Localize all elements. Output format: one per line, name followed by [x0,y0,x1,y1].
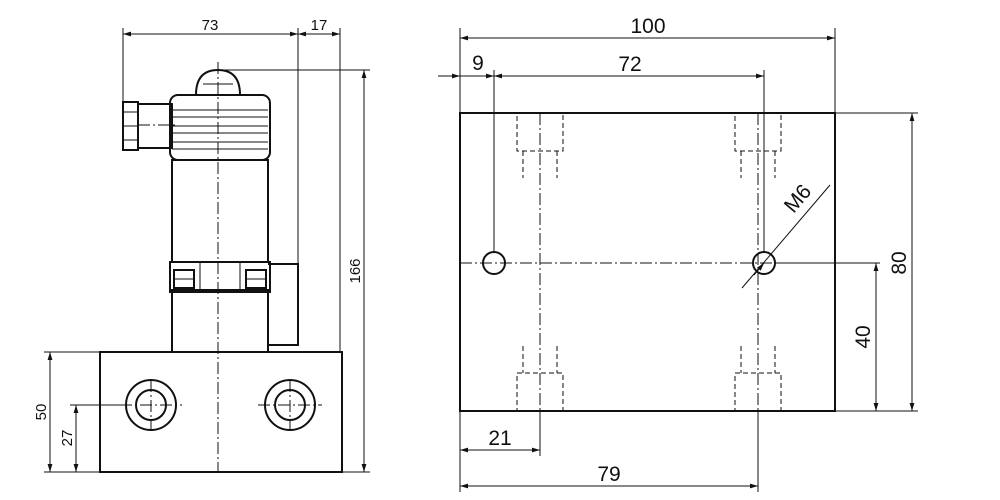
dim-height-50: 50 [33,404,50,421]
dim-offset-17: 17 [311,17,328,34]
dim-spacing-72: 72 [618,53,641,76]
dim-width-100: 100 [630,15,665,38]
plate-outline [459,112,836,412]
dim-height-40: 40 [852,325,875,348]
top-view: 100 9 72 80 40 21 79 M6 [438,15,918,492]
dim-offset-9: 9 [472,52,484,75]
dim-height-27: 27 [59,430,76,447]
coil-body [171,159,269,263]
dim-offset-21: 21 [488,427,511,450]
side-bracket [268,263,299,346]
side-view: 73 17 166 50 27 [33,17,370,473]
connector-plug [137,103,173,149]
hidden-holes [516,112,782,412]
dim-offset-79: 79 [597,463,620,486]
base-block [99,351,343,473]
lower-body [171,289,269,353]
thread-label-m6: M6 [780,180,816,217]
dim-height-166: 166 [347,258,364,283]
coil-cap [169,94,271,161]
dim-height-80: 80 [888,251,911,274]
dim-width-73: 73 [202,17,219,34]
